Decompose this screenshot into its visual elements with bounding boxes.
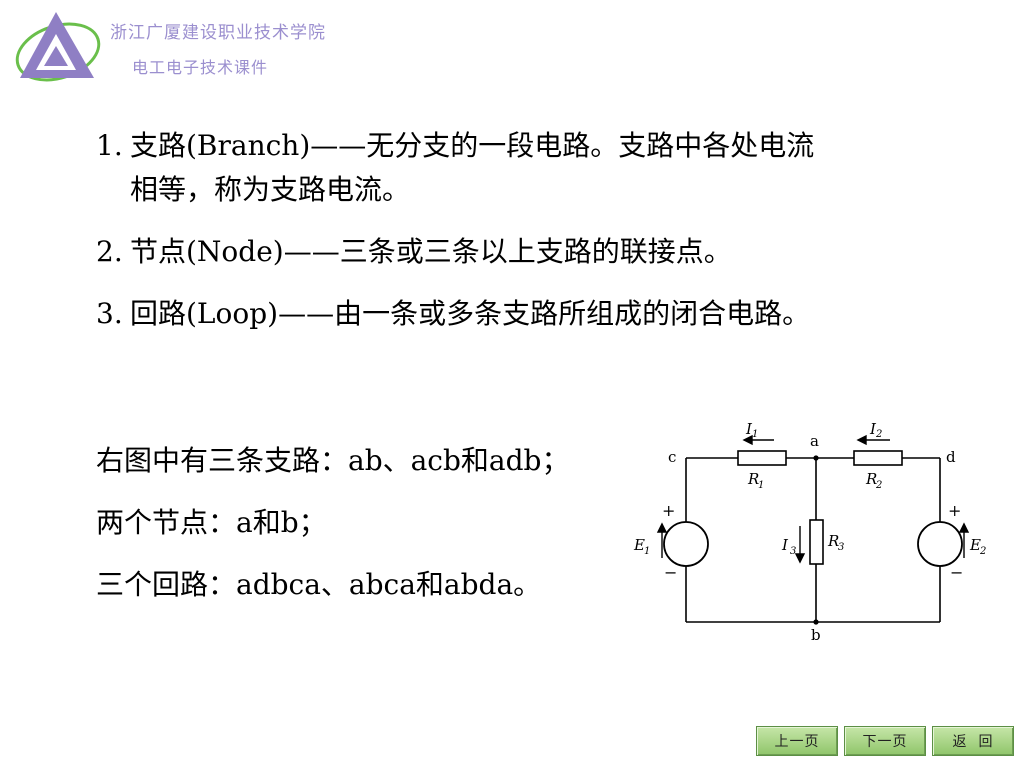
definition-number: 2. [96, 235, 123, 268]
school-logo [15, 12, 101, 82]
label-r2: R [865, 470, 877, 488]
example-loops: 三个回路：adbca、abca和abda。 [96, 568, 542, 601]
resistor-r2 [853, 450, 903, 466]
next-page-button[interactable]: 下一页 [844, 726, 926, 756]
label-i3: I [781, 536, 789, 554]
definition-text: 节点(Node)——三条或三条以上支路的联接点。 [130, 235, 732, 268]
label-r3: R [827, 532, 839, 550]
circuit-diagram: c a d b I 1 I 2 I 3 R 1 R 2 R 3 E 1 E 2 … [633, 420, 986, 644]
example-nodes: 两个节点：a和b； [96, 506, 327, 539]
label-e1: E [633, 536, 645, 554]
plus-e2: + [948, 501, 961, 520]
label-i2: I [869, 420, 877, 438]
polarity-arrow-e2 [958, 522, 970, 558]
label-r1-sub: 1 [758, 480, 764, 491]
back-button[interactable]: 返 回 [932, 726, 1014, 756]
plus-e1: + [662, 501, 675, 520]
node-a-dot [813, 455, 819, 461]
label-i2-sub: 2 [875, 429, 882, 440]
label-i1: I [745, 420, 753, 438]
label-i1-sub: 1 [752, 429, 758, 440]
example-branches: 右图中有三条支路：ab、acb和adb； [96, 444, 570, 477]
node-label-a: a [810, 432, 819, 450]
label-e2: E [969, 536, 981, 554]
school-name: 浙江广厦建设职业技术学院 [110, 23, 326, 43]
node-label-b: b [811, 626, 821, 644]
label-r2-sub: 2 [875, 480, 882, 491]
definition-text: 回路(Loop)——由一条或多条支路所组成的闭合电路。 [130, 297, 811, 330]
prev-page-button[interactable]: 上一页 [756, 726, 838, 756]
source-e1 [663, 521, 709, 567]
current-arrow-i1 [742, 434, 774, 446]
minus-e1: − [664, 563, 677, 582]
current-arrow-i3 [794, 526, 806, 564]
node-b-dot [813, 619, 819, 625]
label-r1: R [747, 470, 759, 488]
node-label-d: d [946, 448, 956, 466]
definition-text: 支路(Branch)——无分支的一段电路。支路中各处电流 [130, 129, 815, 162]
current-arrow-i2 [856, 434, 890, 446]
definition-loop: 3.回路(Loop)——由一条或多条支路所组成的闭合电路。 [96, 292, 976, 336]
slide-navigation: 上一页 下一页 返 回 [756, 726, 1014, 756]
resistor-r3 [809, 519, 824, 565]
label-r3-sub: 3 [838, 542, 844, 553]
next-page-label: 下一页 [862, 734, 908, 750]
label-e1-sub: 1 [644, 546, 650, 557]
source-e2 [917, 521, 963, 567]
definitions-list: 1.支路(Branch)——无分支的一段电路。支路中各处电流 相等，称为支路电流… [96, 124, 976, 354]
minus-e2: − [950, 563, 963, 582]
label-i3-sub: 3 [790, 546, 796, 557]
definition-number: 1. [96, 129, 123, 162]
definition-branch: 1.支路(Branch)——无分支的一段电路。支路中各处电流 相等，称为支路电流… [96, 124, 976, 212]
label-e2-sub: 2 [979, 546, 986, 557]
node-label-c: c [668, 448, 676, 466]
prev-page-label: 上一页 [774, 734, 820, 750]
resistor-r1 [737, 450, 787, 466]
back-label: 返 回 [952, 734, 994, 750]
definition-node: 2.节点(Node)——三条或三条以上支路的联接点。 [96, 230, 976, 274]
example-text: 右图中有三条支路：ab、acb和adb； 两个节点：a和b； 三个回路：adbc… [96, 430, 569, 616]
definition-text-continued: 相等，称为支路电流。 [130, 173, 411, 206]
course-name: 电工电子技术课件 [132, 58, 269, 77]
definition-number: 3. [96, 297, 123, 330]
polarity-arrow-e1 [656, 522, 668, 558]
